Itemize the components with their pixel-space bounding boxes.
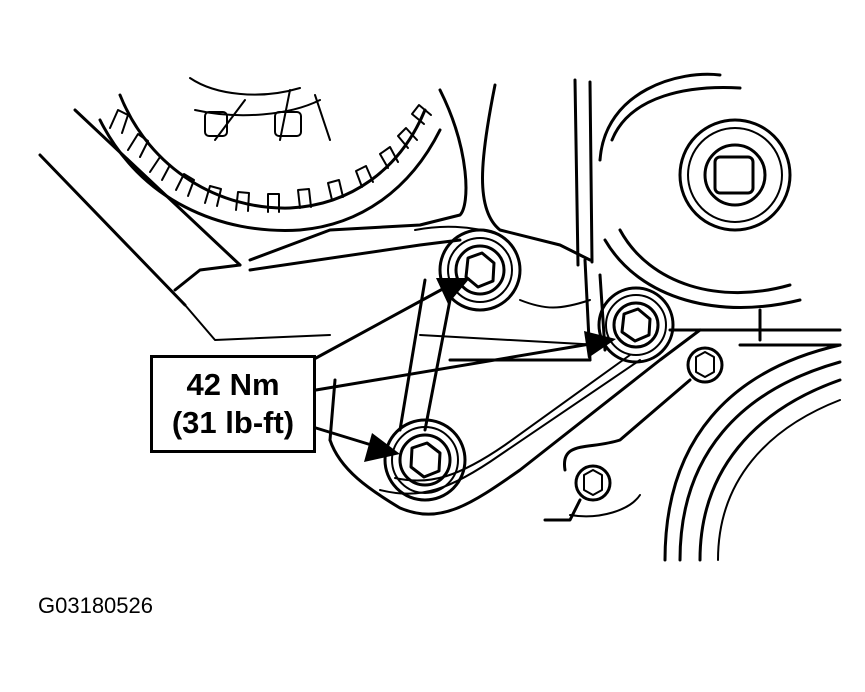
bracket-casting	[248, 83, 702, 516]
right-pulley	[573, 72, 842, 347]
arrow-icon	[314, 278, 470, 360]
bolt-icon	[438, 228, 522, 312]
gear-sprocket	[98, 77, 442, 232]
torque-nm-label: 42 Nm	[186, 367, 280, 402]
torque-lbft-label: (31 lb-ft)	[171, 405, 295, 440]
pulley-bolt	[678, 118, 792, 232]
torque-callout: 42 Nm (31 lb-ft)	[150, 355, 316, 453]
arrow-icon	[314, 426, 400, 462]
bolt-icon	[383, 418, 467, 502]
housing-edge	[38, 108, 331, 341]
figure-id: G03180526	[38, 593, 153, 618]
small-nut	[543, 346, 724, 522]
lower-pulley	[663, 343, 842, 562]
arrow-icon	[314, 331, 616, 392]
bolt-icon	[597, 286, 675, 364]
